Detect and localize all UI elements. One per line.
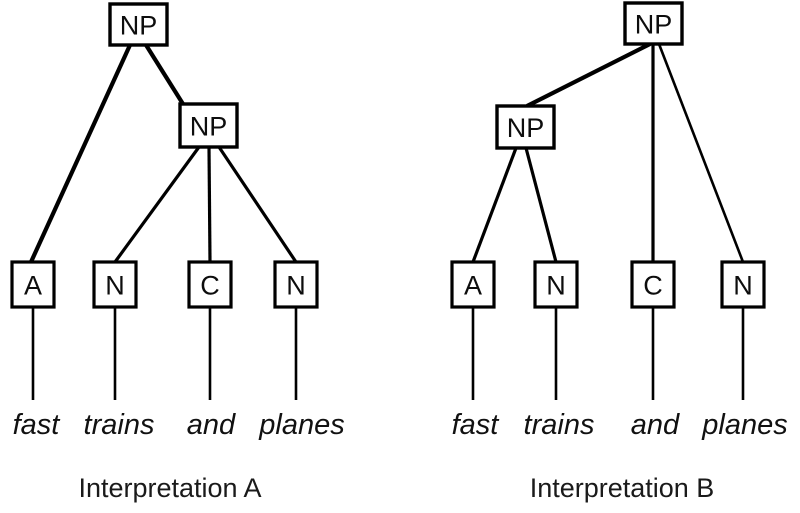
node-box-a-np-root[interactable] [108,2,169,47]
node-box-b-pos-c[interactable] [630,260,676,309]
node-box-b-pos-a[interactable] [450,260,496,309]
node-label-a-pos-n1: N [105,271,125,301]
branch-b-np-inner-to-b-pos-n1 [524,147,558,263]
node-box-b-np-inner[interactable] [495,104,556,150]
node-box-a-pos-c[interactable] [187,260,233,309]
node-label-a-np-inner: NP [190,112,228,142]
branch-b-np-inner-to-b-pos-a [471,147,518,263]
node-box-a-pos-a[interactable] [10,260,56,309]
node-box-a-np-inner[interactable] [178,102,239,149]
terminal-word-interpretation-a-3: planes [258,409,344,441]
branch-b-np-root-to-b-np-inner [526,42,651,108]
node-label-b-pos-a: A [464,271,482,301]
node-label-a-pos-a: A [24,271,42,301]
branch-a-np-inner-to-a-pos-c [207,146,212,263]
node-label-b-pos-n1: N [546,271,566,301]
terminal-word-interpretation-b-3: planes [701,409,787,441]
terminal-word-interpretation-a-1: trains [84,409,155,441]
node-label-b-pos-n2: N [733,271,753,301]
caption-interpretation-a: Interpretation A [78,473,261,503]
caption-interpretation-b: Interpretation B [530,473,715,503]
node-box-a-pos-n1[interactable] [92,260,138,309]
terminal-word-interpretation-b-2: and [631,409,680,441]
node-label-b-np-inner: NP [507,113,545,143]
terminal-word-interpretation-b-1: trains [524,409,595,441]
node-label-b-np-root: NP [635,10,673,40]
node-box-b-np-root[interactable] [623,1,684,46]
branch-a-np-root-to-a-np-inner [144,43,185,106]
node-label-a-np-root: NP [120,11,158,41]
branch-a-np-inner-to-a-pos-n2 [217,146,298,263]
node-box-a-pos-n2[interactable] [273,260,319,309]
node-label-b-pos-c: C [643,271,663,301]
node-label-a-pos-c: C [200,271,220,301]
terminal-word-interpretation-a-0: fast [13,409,62,441]
terminal-word-interpretation-a-2: and [187,409,236,441]
branch-a-np-root-to-a-pos-a [29,44,132,263]
terminal-word-interpretation-b-0: fast [452,409,501,441]
branch-a-np-inner-to-a-pos-n1 [113,146,201,263]
node-box-b-pos-n1[interactable] [533,260,579,309]
node-label-a-pos-n2: N [286,271,306,301]
node-box-b-pos-n2[interactable] [720,260,766,309]
branch-b-np-root-to-b-pos-n2 [657,43,745,263]
